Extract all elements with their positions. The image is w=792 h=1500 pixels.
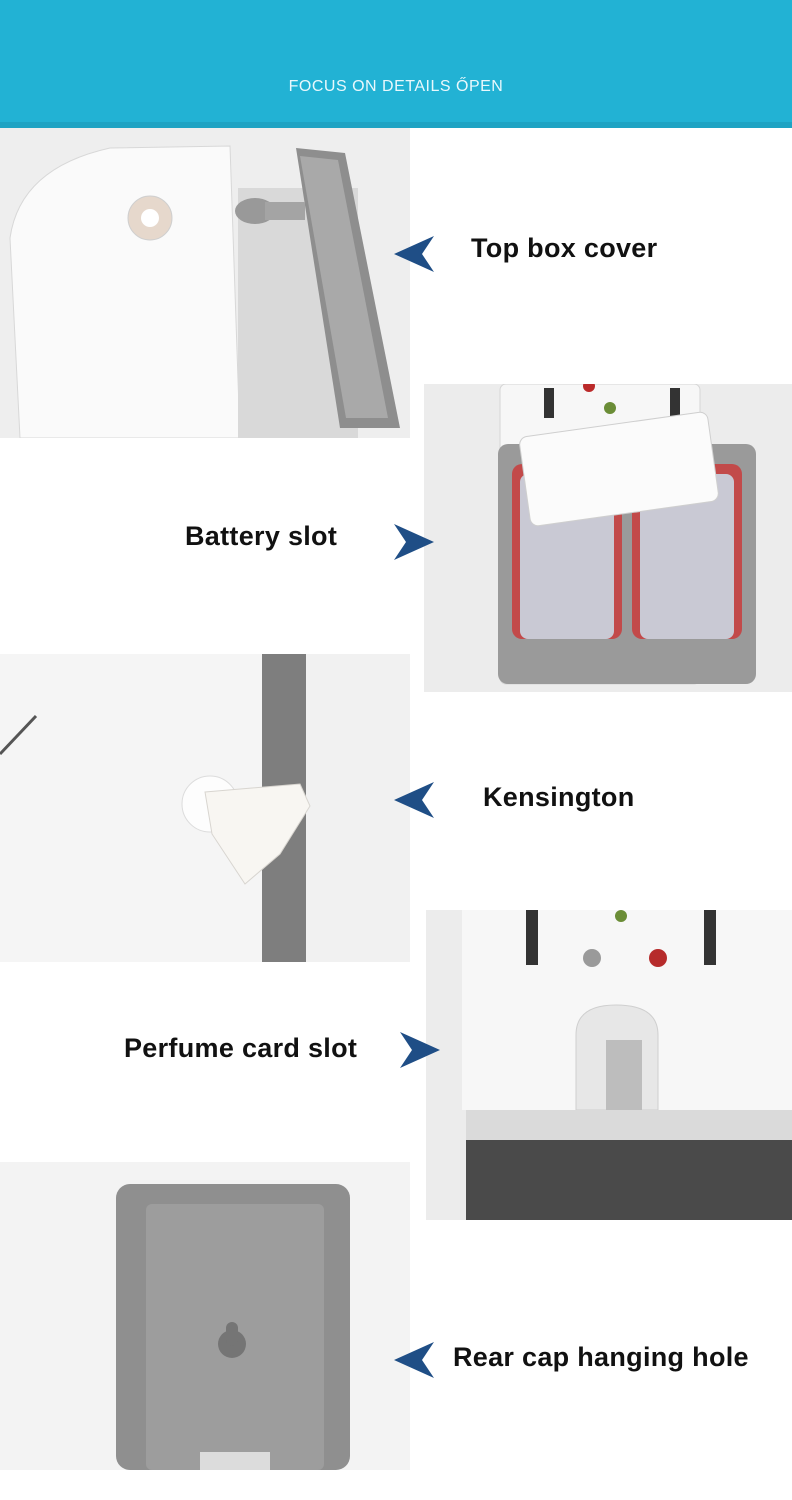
- label-kensington: Kensington: [483, 782, 635, 812]
- label-rear-cap-hanging-hole: Rear cap hanging hole: [453, 1342, 749, 1372]
- left-arrow-icon: [394, 782, 434, 818]
- left-arrow-icon: [394, 236, 434, 272]
- top-box-cover-photo: [0, 128, 410, 438]
- label-perfume-card-slot: Perfume card slot: [124, 1033, 358, 1063]
- label-top-box-cover: Top box cover: [471, 233, 658, 263]
- kensington-photo: [0, 654, 410, 962]
- header-banner: [0, 0, 792, 125]
- left-arrow-icon: [394, 1342, 434, 1378]
- right-arrow-icon: [400, 1032, 440, 1068]
- header-title: FOCUS ON DETAILS ŐPEN: [288, 78, 504, 95]
- perfume-card-slot-photo: [426, 910, 792, 1220]
- label-battery-slot: Battery slot: [185, 521, 338, 551]
- rear-cap-photo: [0, 1162, 410, 1470]
- battery-slot-photo: [424, 384, 792, 692]
- right-arrow-icon: [394, 524, 434, 560]
- header-divider: [0, 122, 792, 128]
